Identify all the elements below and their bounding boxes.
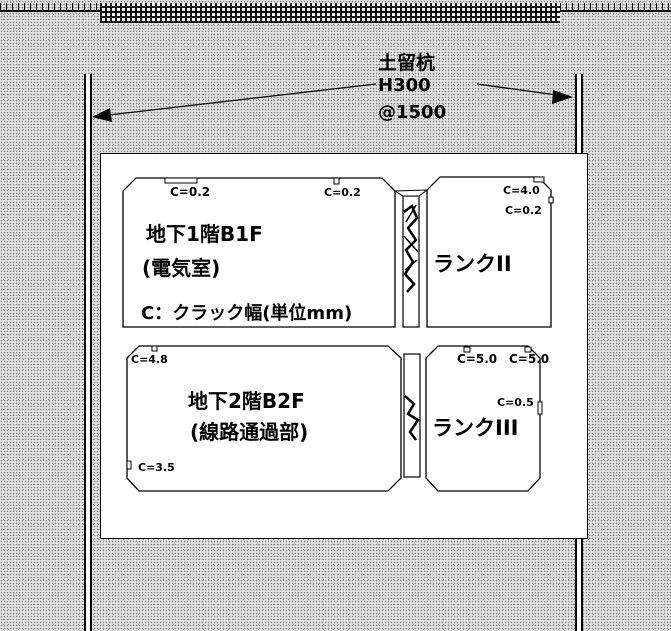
b2f-left-chamber bbox=[126, 345, 402, 492]
b1f-crack-label-left-top: C=0.2 bbox=[170, 185, 211, 199]
b2f-crack-label-right-top-b: C=5.0 bbox=[509, 352, 550, 366]
b1f-subtitle: (電気室) bbox=[142, 256, 221, 280]
b2f-column-crack bbox=[404, 395, 420, 441]
b2f-title: 地下2階B2F bbox=[188, 389, 305, 413]
b2f-crack-label-left-top: C=4.8 bbox=[131, 353, 168, 366]
ground-hatch-left bbox=[0, 3, 100, 11]
b1f-column-crack-secondary bbox=[403, 204, 419, 271]
b2f-crack-mark-3 bbox=[463, 346, 471, 353]
b1f-column-haunch bbox=[393, 189, 429, 197]
b2f-crack-mark-4 bbox=[524, 346, 532, 353]
b2f-right-chamber bbox=[425, 345, 541, 492]
b2f-crack-mark-5 bbox=[537, 401, 543, 415]
b2f-crack-label-right-mid: C=0.5 bbox=[497, 396, 534, 409]
b1f-crack-legend: C：クラック幅(単位mm) bbox=[141, 303, 353, 324]
b1f-rank: ランクII bbox=[433, 252, 512, 276]
b1f-left-chamber bbox=[122, 177, 396, 328]
road-surface bbox=[100, 3, 560, 23]
b1f-crack-label-right-top: C=4.0 bbox=[503, 184, 540, 197]
b2f-crack-label-left-bottom: C=3.5 bbox=[138, 461, 175, 474]
b1f-crack-mark-4 bbox=[548, 196, 554, 204]
ground-hatch-right bbox=[560, 3, 671, 11]
b2f-rank: ランクIII bbox=[432, 416, 519, 440]
b2f-crack-mark-2 bbox=[126, 460, 132, 470]
b1f-crack-mark-1 bbox=[164, 177, 198, 184]
b1f-crack-mark-3 bbox=[533, 176, 545, 183]
b1f-crack-label-mid-top: C=0.2 bbox=[324, 186, 361, 199]
pile-label-line3: @1500 bbox=[378, 102, 447, 123]
b2f-subtitle: (線路通過部) bbox=[190, 420, 309, 444]
pile-label-line2: H300 bbox=[378, 75, 431, 96]
b2f-crack-mark-1 bbox=[151, 345, 158, 352]
b1f-title: 地下1階B1F bbox=[146, 222, 263, 246]
arrow-left-head bbox=[92, 108, 112, 122]
b1f-crack-label-right-second: C=0.2 bbox=[505, 204, 542, 217]
b2f-crack-label-right-top-a: C=5.0 bbox=[457, 352, 498, 366]
b1f-crack-mark-2 bbox=[333, 177, 340, 185]
arrow-right-head bbox=[552, 90, 573, 104]
pile-label-line1: 土留杭 bbox=[378, 52, 436, 74]
arrow-right-line bbox=[476, 83, 565, 97]
arrow-left-line bbox=[99, 83, 377, 117]
retaining-pile-left bbox=[84, 74, 92, 631]
